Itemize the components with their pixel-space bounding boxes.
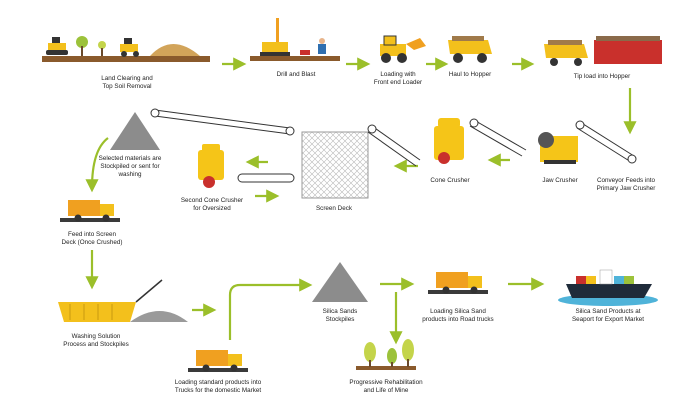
label-line: Progressive Rehabilitation <box>349 379 423 386</box>
feed-screen-truck-icon <box>60 200 120 222</box>
label-line: Tip load into Hopper <box>574 73 630 80</box>
label-line: Silica Sands <box>323 308 358 315</box>
cargo-ship-icon <box>558 269 658 306</box>
label-line: Screen Deck <box>316 205 353 212</box>
label-line: Jaw Crusher <box>542 177 577 184</box>
rehabilitation-trees-illustration <box>356 339 416 370</box>
label-line: Second Cone Crusher <box>181 197 243 204</box>
washing-plant-illustration <box>58 279 188 322</box>
jaw-conveyor-belt <box>469 118 527 157</box>
washed-sand-pile <box>130 311 188 322</box>
label-line: Process and Stockpiles <box>63 341 128 348</box>
loading-standard-truck-icon <box>188 350 248 372</box>
label-line: Land Clearing and <box>101 75 153 82</box>
haul-truck-icon <box>448 36 492 63</box>
land-clearing-illustration <box>42 36 210 62</box>
label-screen-deck: Screen Deck <box>316 205 353 212</box>
label-jaw-crusher: Jaw Crusher <box>542 177 577 184</box>
cone-conveyor-belt <box>367 124 421 167</box>
selected-materials-stockpile <box>110 112 160 150</box>
label-line: Drill and Blast <box>277 71 316 78</box>
label-line: Loading with <box>380 71 416 78</box>
label-line: Front end Loader <box>374 79 422 86</box>
label-line: Trucks for the domestic Market <box>175 387 261 394</box>
arrow-branch-to-loading-standard <box>228 278 313 340</box>
long-conveyor-belt <box>150 108 295 136</box>
label-line: Deck (Once Crushed) <box>62 239 123 246</box>
silica-sands-stockpile <box>312 262 368 302</box>
label-drill-blast: Drill and Blast <box>277 71 316 78</box>
primary-conveyor-belt <box>575 120 637 164</box>
drill-mast <box>276 18 279 54</box>
second-cone-crusher-icon <box>198 144 224 188</box>
label-haul: Haul to Hopper <box>449 71 491 78</box>
label-line: and Life of Mine <box>364 387 409 394</box>
label-line: for Oversized <box>193 205 231 212</box>
tip-load-hopper-illustration <box>544 36 662 66</box>
cone-crusher-icon <box>434 118 464 164</box>
jaw-crusher-icon <box>538 132 578 164</box>
drill-rig-illustration <box>250 18 340 61</box>
label-line: Washing Solution <box>72 333 121 340</box>
label-line: Conveyor Feeds into <box>597 177 656 184</box>
loading-silica-truck-icon <box>428 272 488 294</box>
label-cone-crusher: Cone Crusher <box>430 177 469 184</box>
label-tip-load: Tip load into Hopper <box>574 73 630 80</box>
screen-deck-mesh <box>301 131 369 199</box>
bulldozer-icon <box>46 37 68 55</box>
label-line: Primary Jaw Crusher <box>597 185 656 192</box>
label-line: Stockpiles <box>326 316 355 323</box>
label-line: Selected materials are <box>99 155 162 162</box>
label-line: Loading standard products into <box>175 379 262 386</box>
label-line: Stockpiled or sent for <box>100 163 159 170</box>
arrow-stockpile-to-feed <box>85 137 109 193</box>
hopper-container <box>594 40 662 64</box>
label-line: Cone Crusher <box>430 177 469 184</box>
label-line: Feed into Screen <box>68 231 116 238</box>
label-line: Haul to Hopper <box>449 71 491 78</box>
front-end-loader-icon <box>380 35 426 63</box>
excavator-icon <box>120 38 139 57</box>
label-line: washing <box>117 171 142 178</box>
ground-strip <box>42 56 210 62</box>
label-line: products into Road trucks <box>422 316 493 323</box>
tree-icon <box>76 36 88 48</box>
label-line: Seaport for Export Market <box>572 316 644 323</box>
label-line: Loading Silica Sand <box>430 308 486 315</box>
tree-icon-2 <box>98 41 106 49</box>
soil-pile <box>150 44 200 56</box>
label-line: Top Soil Removal <box>103 83 152 90</box>
small-conveyor-belt <box>237 173 295 183</box>
label-line: Silica Sand Products at <box>575 308 640 315</box>
flow-arrows <box>85 57 637 345</box>
worker-icon <box>318 44 326 54</box>
